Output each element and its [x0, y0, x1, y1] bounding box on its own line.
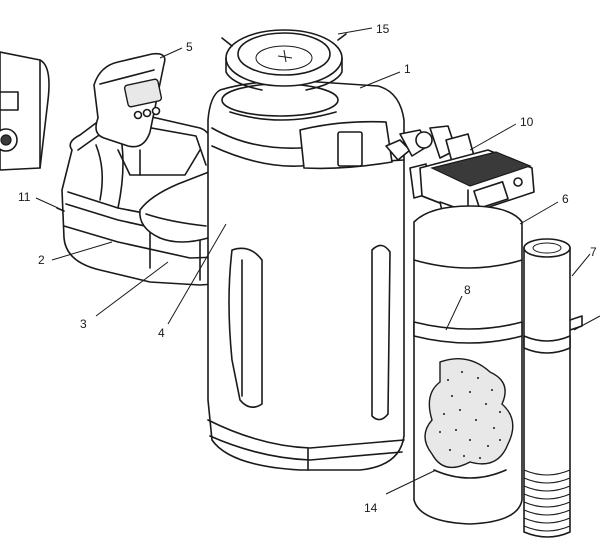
callout-1: 1	[404, 62, 411, 76]
callout-2: 2	[38, 253, 45, 267]
callout-7: 7	[590, 245, 597, 259]
control-head	[93, 52, 201, 176]
callout-15: 15	[376, 22, 390, 36]
callout-3: 3	[80, 317, 87, 331]
callout-10: 10	[520, 115, 534, 129]
callout-4: 4	[158, 326, 165, 340]
callout-8: 8	[464, 283, 471, 297]
callout-11: 11	[18, 190, 31, 204]
callout-6: 6	[562, 192, 569, 206]
callout-14: 14	[364, 501, 378, 515]
leader-lines	[35, 27, 600, 495]
callout-labels: 15 1 5 10 6 7 8 11 2 3 4 14	[18, 22, 597, 515]
tank-lid	[221, 29, 347, 91]
brine-tube	[523, 238, 583, 538]
resin-vessel	[413, 205, 523, 525]
salt-tank	[207, 80, 405, 471]
callout-5: 5	[186, 40, 193, 54]
display-panel-detail	[0, 51, 50, 171]
resin-beads	[439, 371, 501, 459]
